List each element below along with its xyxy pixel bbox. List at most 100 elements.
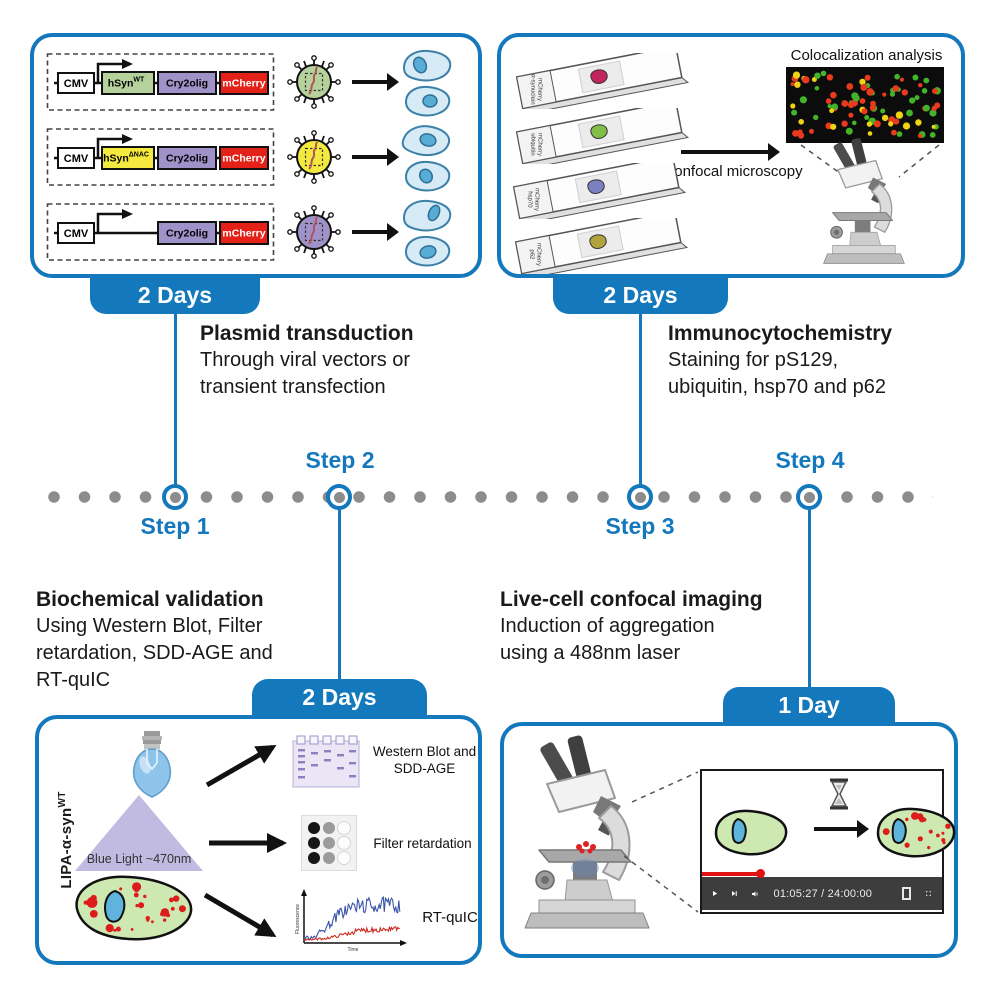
lipa-cell-illustration (75, 875, 193, 941)
blue-light-label: Blue Light ~470nm (86, 852, 192, 866)
volume-icon[interactable] (752, 886, 759, 902)
confocal-arrow-label: Confocal microscopy (663, 163, 803, 180)
cry2olig-label: Cry2olig (166, 153, 208, 165)
slide-label: hsp70 (526, 191, 532, 208)
step4-label: Step 4 (775, 447, 845, 473)
promoter-arrow-icon (96, 212, 122, 233)
dashed-projection-lines (623, 771, 699, 913)
cells-illustration (402, 49, 452, 117)
rtquic-trace-control (303, 925, 401, 941)
slide-label: p62 (528, 249, 534, 260)
assay2-label: Filter retardation (373, 836, 472, 851)
step1-desc: Through viral vectors or (200, 349, 411, 371)
promoter-arrow-icon (96, 62, 122, 83)
virus-icon (287, 130, 341, 184)
rtquic-plot: Fluorescence Time (295, 889, 407, 953)
assay1-label: Western Blot and SDD-AGE (372, 744, 477, 776)
colocalization-panel (786, 67, 944, 143)
step1-desc: transient transfection (200, 376, 386, 398)
gene-label: hSynWT (108, 77, 145, 90)
step1-text-block: Plasmid transduction Through viral vecto… (200, 320, 414, 401)
cell-before (714, 809, 788, 856)
plasmid-map-dnac: CMV hSynΔNAC Cry2olig mCherry (46, 128, 275, 186)
connector-step2 (338, 510, 341, 680)
mcherry-label: mCherry (222, 78, 265, 90)
panel-biochemical-validation: LIPA-α-synWT Blue Light ~470nm (35, 715, 482, 965)
construct-row-dnac: CMV hSynΔNAC Cry2olig mCherry (46, 122, 456, 192)
specimen-blob (590, 69, 608, 85)
video-progress-bar[interactable] (702, 869, 942, 878)
step2-text-block: Biochemical validation Using Western Blo… (36, 586, 273, 694)
virus-icon (287, 55, 341, 109)
cry2olig-label: Cry2olig (166, 78, 208, 90)
plot-ylabel: Fluorescence (295, 904, 301, 934)
plasmid-map-control: CMV Cry2olig mCherry (46, 203, 275, 261)
step2-desc: RT-quIC (36, 669, 111, 691)
step3-text-block: Immunocytochemistry Staining for pS129, … (668, 320, 892, 401)
hourglass-icon (830, 778, 848, 810)
assay3-label: RT-quIC (422, 909, 478, 926)
slide-label: α-synuclein (529, 74, 536, 105)
specimen-blob (590, 124, 608, 140)
arrow-right-icon (352, 147, 399, 166)
plot-xlabel: Time (348, 947, 359, 953)
connector-step1 (174, 313, 177, 485)
aggregate-dots (83, 882, 186, 933)
duration-badge-step1: 2 Days (90, 277, 260, 314)
virus-icon (287, 205, 341, 259)
timeline-dots (47, 490, 933, 504)
video-timestamp: 01:05:27 / 24:00:00 (773, 887, 873, 900)
coloc-panel-title: Colocalization analysis (790, 47, 943, 64)
step1-title: Plasmid transduction (200, 322, 414, 345)
slide-label: mCherry (535, 243, 541, 266)
step4-desc: using a 488nm laser (500, 642, 681, 664)
timeline-marker-step3 (627, 484, 653, 510)
step4-title: Live-cell confocal imaging (500, 588, 763, 611)
play-icon[interactable] (713, 886, 718, 901)
mcherry-label: mCherry (222, 153, 265, 165)
construct-row-control: CMV Cry2olig mCherry (46, 197, 456, 267)
slide-label: mCherry (536, 78, 542, 101)
cell-after (876, 807, 956, 858)
slide-label: mCherry (536, 133, 542, 156)
rtquic-trace-positive (303, 896, 401, 942)
step3-label: Step 3 (605, 513, 675, 539)
duration-badge-step2: 2 Days (252, 679, 427, 715)
progress-knob[interactable] (756, 869, 765, 878)
step2-title: Biochemical validation (36, 588, 264, 611)
next-icon[interactable] (732, 886, 737, 901)
bulb-icon (132, 731, 172, 798)
slide-label: ubiquitin (529, 133, 535, 155)
cells-illustration (402, 199, 452, 267)
microscope-icon (813, 137, 911, 274)
step4-desc: Induction of aggregation (500, 615, 715, 637)
arrow-right-icon (681, 142, 780, 161)
step2-desc: Using Western Blot, Filter (36, 615, 263, 637)
step4-text-block: Live-cell confocal imaging Induction of … (500, 586, 763, 667)
assay-arrows (203, 744, 287, 938)
duration-badge-step4: 1 Day (723, 687, 895, 723)
step3-desc: ubiquitin, hsp70 and p62 (668, 376, 886, 398)
cry2olig-label: Cry2olig (166, 228, 208, 240)
panel-livecell-imaging: 01:05:27 / 24:00:00 (500, 722, 958, 958)
timeline-marker-step1 (162, 484, 188, 510)
connector-step3 (639, 313, 642, 485)
specimen-blob (589, 234, 607, 250)
cells-illustration (401, 125, 451, 192)
panel-immunocytochemistry: Colocalization analysis Confocal microsc… (497, 33, 965, 278)
connector-step4 (808, 510, 811, 688)
slide-label: mCherry (533, 188, 539, 211)
filter-retardation-blot (301, 815, 357, 871)
step3-desc: Staining for pS129, (668, 349, 839, 371)
panel-plasmid-transduction: CMV hSynWT Cry2olig mCherry (30, 33, 482, 278)
arrow-right-icon (352, 222, 399, 241)
dna-squiggle-icon (308, 141, 318, 170)
aggregate-dots (882, 812, 951, 850)
construct-row-wt: CMV hSynWT Cry2olig mCherry (46, 47, 456, 117)
miniplayer-icon[interactable] (902, 887, 912, 900)
nucleus (104, 889, 126, 923)
fullscreen-icon[interactable] (926, 886, 932, 901)
arrow-right-icon (814, 819, 869, 838)
video-player: 01:05:27 / 24:00:00 (700, 769, 956, 914)
